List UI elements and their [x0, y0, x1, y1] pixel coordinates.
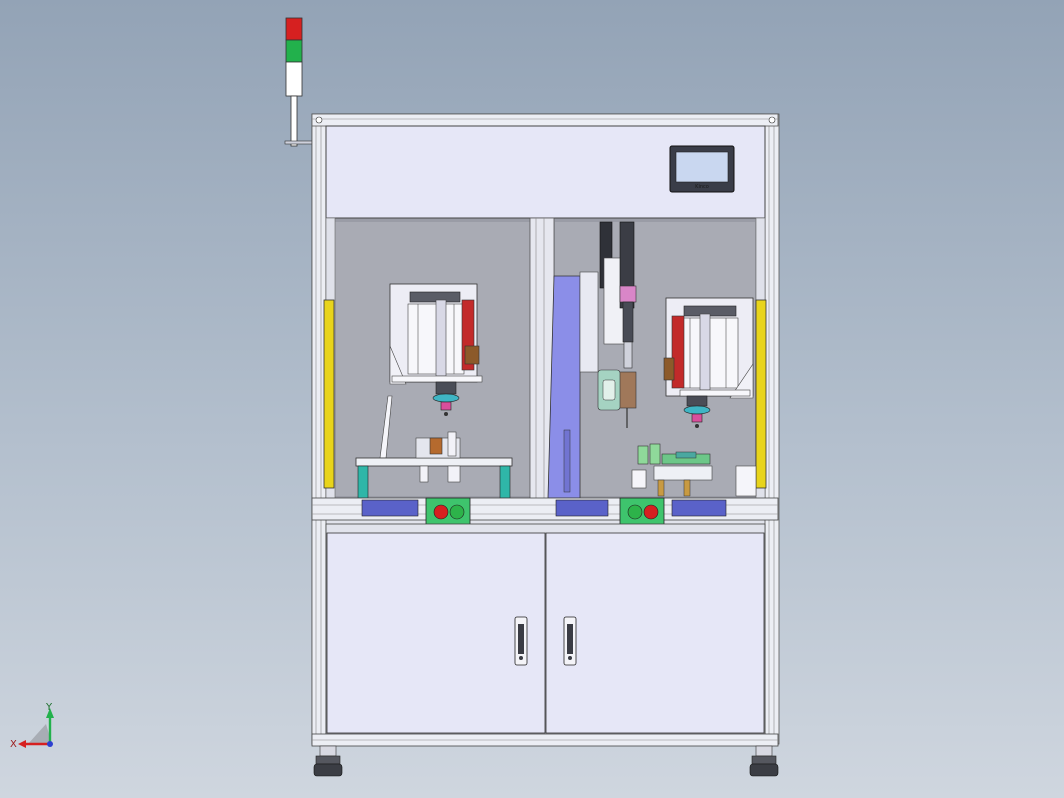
- door-handle-icon[interactable]: [514, 616, 528, 666]
- cabinet-door-right[interactable]: [545, 532, 765, 734]
- right-green-button[interactable]: [627, 504, 643, 520]
- door-handle-icon[interactable]: [563, 616, 577, 666]
- start-button-box-right[interactable]: [619, 497, 665, 527]
- right-station: [663, 297, 754, 428]
- axis-x-label: X: [10, 739, 17, 750]
- hmi-brand-label: Kinco: [695, 184, 709, 190]
- leveling-foot-right: [749, 745, 779, 777]
- mid-rail: [311, 497, 779, 521]
- left-station: [355, 283, 513, 499]
- axis-y-label: Y: [45, 702, 53, 713]
- left-green-button[interactable]: [449, 504, 465, 520]
- left-red-button[interactable]: [433, 504, 449, 520]
- light-curtain-left: [323, 299, 335, 489]
- light-curtain-right: [755, 299, 767, 489]
- signal-tower-icon: [284, 17, 316, 147]
- start-button-box-left[interactable]: [425, 497, 471, 527]
- cabinet-door-left[interactable]: [326, 532, 546, 734]
- hmi-screen-icon: Kinco: [669, 145, 735, 193]
- right-red-button[interactable]: [643, 504, 659, 520]
- center-station: [547, 221, 757, 499]
- axis-triad-icon: Y X: [10, 702, 54, 750]
- leveling-foot-left: [313, 745, 343, 777]
